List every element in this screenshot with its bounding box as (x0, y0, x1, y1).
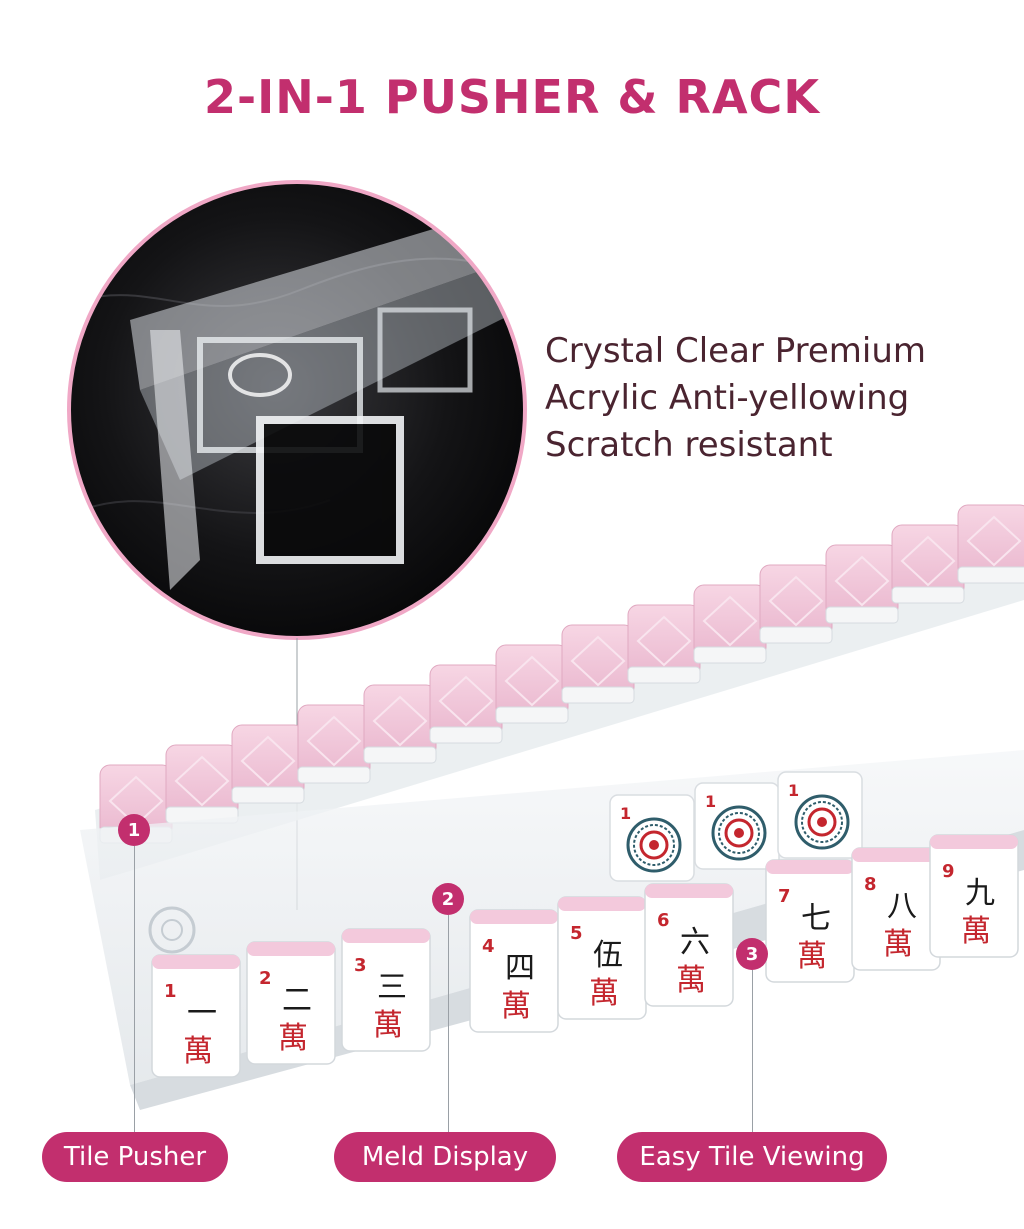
page-title: 2-IN-1 PUSHER & RACK (204, 70, 820, 124)
tile-character: 七 (801, 901, 831, 936)
character-tile: 3三萬 (341, 928, 431, 1052)
label-easy-tile-viewing: Easy Tile Viewing (617, 1132, 887, 1182)
tile-suit: 萬 (373, 1008, 403, 1043)
tile-suit: 萬 (883, 927, 913, 962)
rack-knob (148, 906, 196, 954)
pink-tile-back (759, 564, 833, 644)
tile-number: 8 (864, 874, 877, 895)
tile-number: 4 (482, 936, 495, 957)
dot-tile: 1 (609, 794, 695, 882)
pink-tile-back (891, 524, 965, 604)
tile-character: 三 (377, 970, 407, 1005)
tile-suit: 萬 (797, 939, 827, 974)
pink-tile-back (231, 724, 305, 804)
tile-number: 1 (164, 981, 177, 1002)
tile-number: 2 (259, 968, 272, 989)
dot-tile-number: 1 (620, 804, 631, 823)
tile-number: 5 (570, 923, 583, 944)
pink-tile-back (297, 704, 371, 784)
pink-tile-back (627, 604, 701, 684)
tile-suit: 萬 (183, 1034, 213, 1069)
tile-suit: 萬 (961, 914, 991, 949)
tile-character: 一 (187, 996, 217, 1031)
feature-item: Crystal Clear Premium (545, 331, 926, 371)
tile-character: 伍 (593, 938, 623, 973)
tile-number: 3 (354, 955, 367, 976)
dot-tile: 1 (777, 771, 863, 859)
tile-character: 二 (282, 983, 312, 1018)
tile-suit: 萬 (589, 976, 619, 1011)
callout-marker-3: 3 (736, 938, 768, 970)
pink-tile-back (825, 544, 899, 624)
callout-leader-2 (448, 915, 449, 1132)
tile-suit: 萬 (676, 963, 706, 998)
tile-suit: 萬 (501, 989, 531, 1024)
pink-tile-back (693, 584, 767, 664)
pink-tile-back (495, 644, 569, 724)
pink-tile-back (165, 744, 239, 824)
character-tile: 8八萬 (851, 847, 941, 971)
character-tile: 4四萬 (469, 909, 559, 1033)
character-tile: 7七萬 (765, 859, 855, 983)
pink-tile-row (95, 504, 1024, 880)
feature-item: Acrylic Anti-yellowing (545, 378, 910, 418)
pink-tile-back (957, 504, 1024, 584)
callout-leader-3 (752, 970, 753, 1132)
tile-character: 四 (505, 951, 535, 986)
tile-number: 7 (778, 886, 791, 907)
tile-character: 九 (965, 876, 995, 911)
feature-list: Crystal Clear Premium Acrylic Anti-yello… (545, 328, 926, 469)
character-tile: 9九萬 (929, 834, 1019, 958)
pink-tile-back (429, 664, 503, 744)
dot-tile-number: 1 (788, 781, 799, 800)
feature-item: Scratch resistant (545, 425, 833, 465)
character-tile: 5伍萬 (557, 896, 647, 1020)
dot-tile: 1 (694, 782, 780, 870)
label-tile-pusher: Tile Pusher (42, 1132, 228, 1182)
pink-tile-back (561, 624, 635, 704)
dot-tiles: 1 1 1 (609, 771, 863, 882)
pink-tile-back (363, 684, 437, 764)
tile-number: 9 (942, 861, 955, 882)
acrylic-closeup (69, 182, 525, 638)
tile-character: 八 (887, 889, 917, 924)
character-tile: 6六萬 (644, 883, 734, 1007)
callout-leader-1 (134, 846, 135, 1132)
tile-character: 六 (680, 925, 710, 960)
tile-number: 6 (657, 910, 670, 931)
character-tile: 1一萬 (151, 954, 241, 1078)
callout-marker-1: 1 (118, 814, 150, 846)
label-meld-display: Meld Display (334, 1132, 556, 1182)
tile-suit: 萬 (278, 1021, 308, 1056)
dot-tile-number: 1 (705, 792, 716, 811)
character-tile: 2二萬 (246, 941, 336, 1065)
callout-marker-2: 2 (432, 883, 464, 915)
